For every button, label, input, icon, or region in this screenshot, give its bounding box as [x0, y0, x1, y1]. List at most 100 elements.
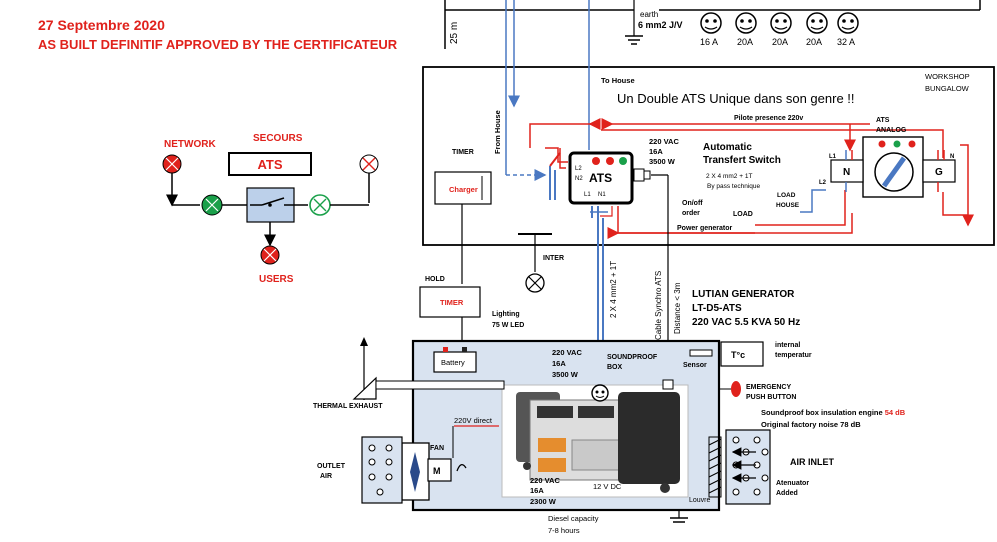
ats-l1: L1	[584, 192, 591, 198]
header-subtitle: AS BUILT DEFINITIF APPROVED BY THE CERTI…	[38, 37, 398, 52]
diesel-label-2: 7-8 hours	[548, 526, 580, 535]
louvre-grille	[708, 436, 722, 498]
attenuator-label-2: Added	[776, 490, 798, 497]
analog-n: N	[950, 154, 954, 160]
air-inlet-label: AIR INLET	[790, 457, 835, 467]
dc-label: 12 V DC	[593, 482, 622, 491]
socket-icon-3	[770, 12, 792, 34]
motor-box	[427, 458, 452, 482]
network-green-lamp-icon	[201, 194, 223, 216]
louvre-label: Louvre	[689, 497, 711, 504]
workshop-label: WORKSHOP	[925, 72, 970, 81]
outlet-label-2: AIR	[320, 473, 332, 480]
network-label: NETWORK	[164, 139, 216, 150]
soundproof-label-1: SOUNDPROOF	[607, 354, 658, 361]
temperature-label: T°c	[731, 350, 745, 360]
emergency-label-1: EMERGENCY	[746, 384, 791, 391]
generator-rating: 220 VAC 5.5 KVA 50 Hz	[692, 317, 800, 328]
insulation-label: Soundproof box insulation engine 54 dB	[761, 408, 906, 417]
distance-label: Distance < 3m	[673, 282, 682, 334]
socket-rating-5: 32 A	[837, 37, 855, 47]
motor-label: M	[433, 466, 441, 476]
ats-spec-voltage: 220 VAC	[649, 137, 679, 146]
analog-l2: L2	[819, 180, 827, 186]
ats-led-red-2	[606, 157, 614, 165]
sensor-label: Sensor	[683, 362, 707, 369]
pilote-label: Pilote presence 220v	[734, 115, 803, 122]
ats-label: ATS	[589, 171, 612, 185]
secours-lamp-icon	[359, 154, 379, 174]
vertical-cable-label: 2 X 4 mm2 + 1T	[609, 261, 618, 318]
factory-noise-label: Original factory noise 78 dB	[761, 420, 861, 429]
network-lamp-icon	[162, 154, 182, 174]
length-25m: 25 m	[449, 22, 460, 44]
box-spec-current: 16A	[552, 359, 566, 368]
n-block-label: N	[843, 167, 850, 178]
emergency-button-icon	[731, 381, 741, 397]
secours-green-lamp-icon	[309, 194, 331, 216]
workshop-box	[422, 66, 995, 246]
motor-rotation-icon	[456, 464, 467, 472]
temperature-box	[720, 341, 764, 367]
ats-analog-label-1: ATS	[876, 117, 890, 124]
socket-rating-1: 16 A	[700, 37, 718, 47]
outlet-label-1: OUTLET	[317, 463, 346, 470]
insulation-db: 54 dB	[885, 408, 906, 417]
insulation-prefix: Soundproof box insulation engine	[761, 408, 885, 417]
socket-icon-5	[837, 12, 859, 34]
ats-spec-power: 3500 W	[649, 157, 676, 166]
from-house-label: From House	[493, 110, 502, 154]
fan-label: FAN	[430, 445, 444, 452]
ats-banner-label: ATS	[257, 157, 282, 172]
ats-led-green	[619, 157, 627, 165]
load-house-label-2: HOUSE	[776, 202, 800, 209]
to-house-label: To House	[601, 76, 635, 85]
diesel-label-1: Diesel capacity	[548, 514, 599, 523]
bypass-label: By pass technique	[707, 183, 761, 190]
inter-label: INTER	[543, 255, 564, 262]
bungalow-label: BUNGALOW	[925, 84, 970, 93]
lighting-label-1: Lighting	[492, 311, 520, 318]
emergency-label-2: PUSH BUTTON	[746, 394, 796, 401]
box-spec-power: 3500 W	[552, 370, 579, 379]
ats-schematic: NETWORK SECOURS ATS USERS	[162, 133, 379, 285]
header-date: 27 Septembre 2020	[38, 17, 165, 33]
users-lamp-icon	[260, 245, 280, 265]
secours-label: SECOURS	[253, 133, 303, 144]
ats-led-red-1	[592, 157, 600, 165]
bottom-spec-voltage: 220 VAC	[530, 476, 560, 485]
inter-lamp-icon	[525, 273, 545, 293]
g-block-label: G	[935, 167, 943, 178]
hold-label: HOLD	[425, 276, 445, 283]
earth-ground-icon	[625, 35, 643, 45]
lighting-label-2: 75 W LED	[492, 322, 524, 329]
automatic-label: Automatic	[703, 142, 752, 153]
top-panel: 25 m earth 6 mm2 J/V	[444, 0, 981, 49]
transfert-label: Transfert Switch	[703, 155, 781, 166]
power-generator-label: Power generator	[677, 225, 733, 232]
hold-timer-box	[419, 286, 481, 318]
double-ats-title: Un Double ATS Unique dans son genre !!	[617, 91, 855, 106]
socket-rating-2: 20A	[737, 37, 753, 47]
fan-blade-icon	[410, 452, 420, 492]
cable-spec-label: 2 X 4 mm2 + 1T	[706, 173, 752, 180]
load-house-label-1: LOAD	[777, 192, 796, 199]
analog-ats-device	[862, 136, 924, 198]
ats-spec-current: 16A	[649, 147, 663, 156]
direct-label: 220V direct	[454, 416, 493, 425]
air-inlet-panel	[725, 429, 771, 505]
internal-label-1: internal	[775, 342, 800, 349]
hold-timer-label: TIMER	[440, 298, 464, 307]
socket-icon-1	[700, 12, 722, 34]
earth-label: earth	[640, 10, 658, 19]
ats-device: ATS L2 N2 L1 N1	[568, 151, 651, 205]
bottom-spec-current: 16A	[530, 486, 544, 495]
socket-rating-3: 20A	[772, 37, 788, 47]
box-ground-icon	[670, 510, 688, 523]
onoff-label: On/off	[682, 200, 703, 207]
timer-top-label: TIMER	[452, 149, 474, 156]
attenuator-label-1: Atenuator	[776, 480, 809, 487]
load-label: LOAD	[733, 211, 753, 218]
analog-l1: L1	[829, 154, 837, 160]
